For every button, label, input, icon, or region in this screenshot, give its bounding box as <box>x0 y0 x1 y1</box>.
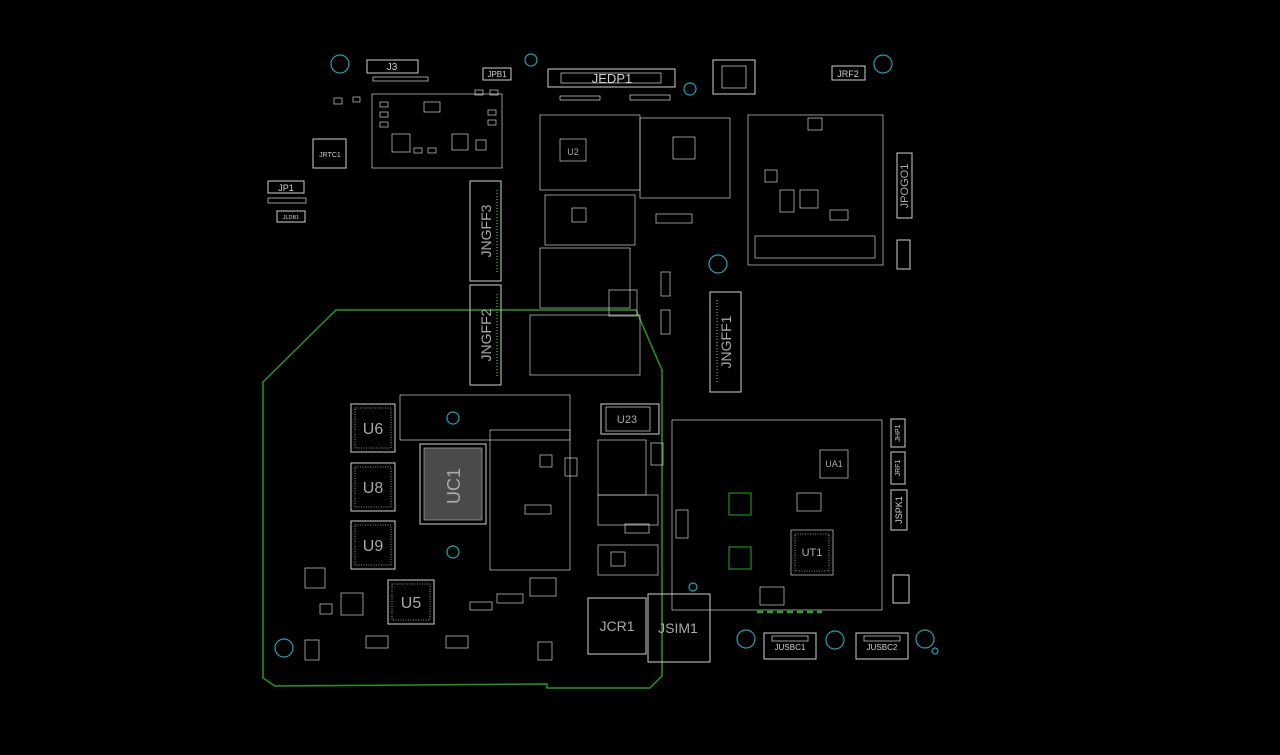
jngff1-connector: JNGFF1 <box>709 291 742 393</box>
right-top-cluster <box>747 114 884 266</box>
mounting-hole <box>274 638 294 658</box>
ut1-label: UT1 <box>802 547 823 559</box>
jusbc2-label: JUSBC2 <box>867 643 898 652</box>
jngff1-label: JNGFF1 <box>718 315 734 368</box>
right-bottom-cluster: UT1 UA1 <box>671 419 883 614</box>
mounting-hole <box>736 629 756 649</box>
small-connector <box>892 574 910 604</box>
jedp1-connector: JEDP1 <box>547 68 676 101</box>
jusbc2-connector: JUSBC2 <box>855 632 909 660</box>
shield-zone-outline <box>262 309 663 689</box>
jsim1-connector: JSIM1 <box>647 593 711 663</box>
jedp1-label: JEDP1 <box>592 71 632 86</box>
jldb1-label: JLDB1 <box>283 215 300 221</box>
jngff2-connector: JNGFF2 <box>469 284 502 386</box>
jspk1-label: JSPK1 <box>894 496 904 524</box>
jcr1-connector: JCR1 <box>587 597 647 655</box>
mounting-hole <box>708 254 728 274</box>
mounting-hole <box>446 411 460 425</box>
mounting-hole <box>524 53 538 67</box>
mounting-holes <box>274 53 939 658</box>
mounting-hole <box>915 629 935 649</box>
mounting-hole <box>446 545 460 559</box>
jngff2-label: JNGFF2 <box>478 308 494 361</box>
jrf2-label: JRF2 <box>837 69 859 79</box>
jngff3-connector: JNGFF3 <box>469 180 502 282</box>
jrtc1-label: JRTC1 <box>319 152 341 159</box>
mounting-hole <box>683 82 697 96</box>
center-top-cluster: U2 <box>529 114 731 376</box>
small-connector <box>896 239 911 270</box>
jsim1-label: JSIM1 <box>658 620 698 636</box>
jusbc1-connector: JUSBC1 <box>763 632 817 660</box>
u23-label: U23 <box>617 414 637 426</box>
jldb1-connector: JLDB1 <box>276 210 306 223</box>
mounting-hole <box>931 647 939 655</box>
u6-label: U6 <box>363 421 384 438</box>
mounting-hole <box>873 54 893 74</box>
jp1-label: JP1 <box>278 183 294 193</box>
mounting-hole <box>825 630 845 650</box>
u23-chip: U23 <box>600 403 660 435</box>
jrf1-label: JRF1 <box>895 460 902 477</box>
jhp1-connector: JHP1 <box>890 418 906 448</box>
u5-label: U5 <box>401 595 422 612</box>
zone-cluster <box>304 394 578 661</box>
uc1-label: UC1 <box>444 468 464 504</box>
jpogo1-label: JPOGO1 <box>899 164 911 209</box>
u5-chip: U5 <box>387 579 435 625</box>
u8-label: U8 <box>363 480 384 497</box>
j3-label: J3 <box>387 62 398 73</box>
jspk1-connector: JSPK1 <box>890 489 908 531</box>
jcr1-label: JCR1 <box>599 618 634 634</box>
mounting-hole <box>688 582 698 592</box>
jrtc1-connector: JRTC1 <box>312 138 347 169</box>
mid-right-cluster <box>597 439 689 576</box>
jusbc1-label: JUSBC1 <box>775 643 806 652</box>
top-left-cluster <box>333 89 503 169</box>
jpb1-label: JPB1 <box>487 70 507 79</box>
jp1-connector: JP1 <box>267 180 307 204</box>
j3-connector: J3 <box>366 59 429 82</box>
uc1-soc: UC1 <box>419 443 487 525</box>
battery-connector <box>712 59 756 95</box>
mounting-hole <box>330 54 350 74</box>
ua1-label: UA1 <box>825 459 843 469</box>
jngff3-label: JNGFF3 <box>478 204 494 257</box>
jrf1-connector: JRF1 <box>890 451 906 485</box>
u9-chip: U9 <box>350 520 396 570</box>
u2-label: U2 <box>567 147 579 157</box>
jrf2-connector: JRF2 <box>831 65 866 81</box>
jpb1-connector: JPB1 <box>482 67 512 81</box>
u8-chip: U8 <box>350 462 396 512</box>
jpogo1-connector: JPOGO1 <box>896 152 913 219</box>
u6-chip: U6 <box>350 403 396 453</box>
jhp1-label: JHP1 <box>895 424 902 441</box>
u9-label: U9 <box>363 538 384 555</box>
